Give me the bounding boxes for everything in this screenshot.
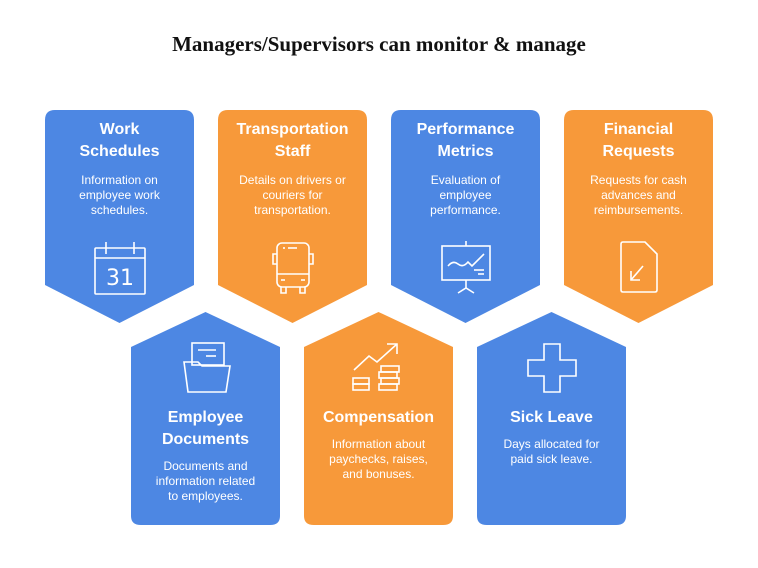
card-title: Compensation [322,409,435,426]
card-title: Metrics [437,143,494,160]
card-description: performance. [430,203,501,217]
card-transportation-staff: Transportation Staff Details on drivers … [218,110,367,324]
svg-text:31: 31 [106,266,134,291]
card-description: couriers for [262,188,323,202]
page-title: Managers/Supervisors can monitor & manag… [172,32,586,56]
card-title: Performance [416,121,515,138]
card-sick-leave: Sick Leave Days allocated for paid sick … [477,312,626,526]
document-arrow-icon [619,241,658,293]
card-title: Employee [167,409,244,426]
card-title: Staff [274,143,311,160]
card-description: Requests for cash [590,173,687,187]
card-description: advances and [601,188,676,202]
card-title: Work [99,121,140,138]
card-description: paychecks, raises, [329,452,428,466]
card-description: employee [439,188,492,202]
card-description: Documents and [163,459,248,473]
money-growth-icon [351,343,400,391]
card-description: reimbursements. [593,203,684,217]
card-compensation: Compensation Information about paychecks… [304,312,453,526]
card-title: Financial [603,121,674,138]
card-title: Requests [602,143,675,160]
presentation-chart-icon [440,241,491,294]
card-title: Documents [161,431,250,448]
card-description: information related [155,474,256,488]
card-description: Information about [331,437,426,451]
card-description: Days allocated for [503,437,600,451]
medical-cross-icon [526,343,577,393]
card-employee-documents: Employee Documents Documents and informa… [131,312,280,526]
calendar-icon: 31 [93,242,146,295]
card-description: schedules. [90,203,149,217]
card-description: and bonuses. [342,467,415,481]
card-work-schedules: Work Schedules Information on employee w… [45,110,194,324]
card-performance-metrics: Performance Metrics Evaluation of employ… [391,110,540,324]
folder-icon [182,342,231,393]
card-title: Schedules [79,143,160,160]
card-description: employee work [79,188,160,202]
card-title: Sick Leave [510,409,593,426]
card-title: Transportation [236,121,349,138]
card-description: to employees. [168,489,243,503]
card-description: paid sick leave. [510,452,593,466]
card-description: transportation. [254,203,331,217]
card-financial-requests: Financial Requests Requests for cash adv… [564,110,713,324]
card-description: Details on drivers or [239,173,346,187]
card-description: Information on [81,173,158,187]
card-description: Evaluation of [430,173,501,187]
bus-icon [271,242,314,294]
